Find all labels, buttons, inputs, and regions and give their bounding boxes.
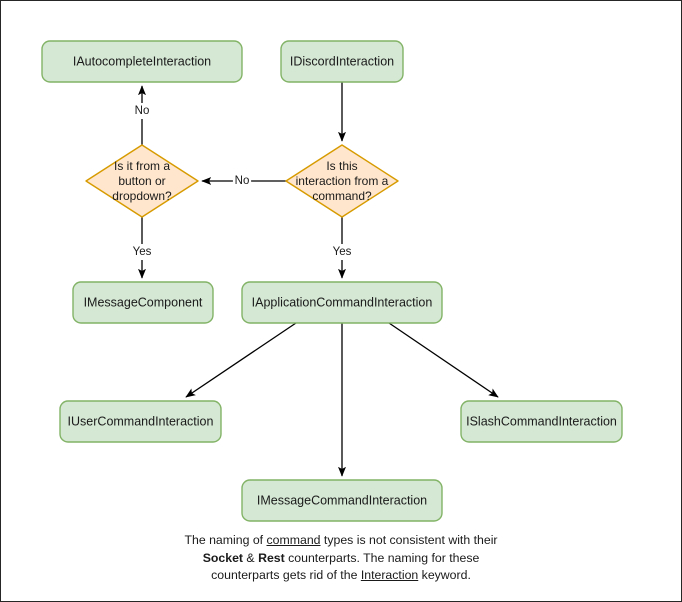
caption-line-3: counterparts gets rid of the Interaction… <box>1 567 681 585</box>
caption-bold-rest: Rest <box>258 550 285 565</box>
node-appcommand[interactable]: IApplicationCommandInteraction <box>241 281 443 324</box>
edge-label-background <box>232 173 252 189</box>
process-box[interactable] <box>59 400 222 443</box>
node-autocomplete[interactable]: IAutocompleteInteraction <box>41 40 243 83</box>
edge-label-background <box>132 103 152 119</box>
diagram-caption: The naming of command types is not consi… <box>1 532 681 585</box>
caption-text: keyword. <box>418 568 471 582</box>
edge-label-e5: Yes <box>333 246 352 258</box>
caption-text: & <box>243 550 259 565</box>
edge-label-e3: No <box>235 175 250 187</box>
caption-text: counterparts gets rid of the <box>211 568 361 582</box>
nodes-layer: IAutocompleteInteraction IDiscordInteract… <box>41 40 623 522</box>
node-slashcommand[interactable]: ISlashCommandInteraction <box>460 400 623 443</box>
caption-line-2: Socket & Rest counterparts. The naming f… <box>1 550 681 568</box>
edge-path <box>388 322 499 398</box>
caption-underline-command: command <box>266 533 321 547</box>
process-box[interactable] <box>460 400 623 443</box>
node-msgcomponent[interactable]: IMessageComponent <box>72 281 214 324</box>
process-box[interactable] <box>280 40 404 83</box>
edge-appcommand-to-slashcommand <box>388 322 499 398</box>
caption-text: The naming of <box>184 533 267 547</box>
process-box[interactable] <box>72 281 214 324</box>
node-discord[interactable]: IDiscordInteraction <box>280 40 404 83</box>
caption-underline-interaction: Interaction <box>360 568 419 582</box>
caption-line-1: The naming of command types is not consi… <box>1 532 681 550</box>
caption-bold-socket: Socket <box>202 550 244 565</box>
edge-label-e1: No <box>135 105 150 117</box>
edge-path <box>185 322 297 398</box>
edge-label-background <box>129 244 155 260</box>
decision-diamond[interactable] <box>85 144 199 218</box>
process-box[interactable] <box>241 479 443 522</box>
node-usercommand[interactable]: IUserCommandInteraction <box>59 400 222 443</box>
caption-text: counterparts. The naming for these <box>284 550 480 565</box>
edge-appcommand-to-usercommand <box>185 322 297 398</box>
edge-label-e4: Yes <box>133 246 152 258</box>
node-msgcommand[interactable]: IMessageCommandInteraction <box>241 479 443 522</box>
edge-label-background <box>329 244 355 260</box>
process-box[interactable] <box>241 281 443 324</box>
process-box[interactable] <box>41 40 243 83</box>
decision-diamond[interactable] <box>285 144 399 218</box>
caption-text: types is not consistent with their <box>320 533 498 547</box>
